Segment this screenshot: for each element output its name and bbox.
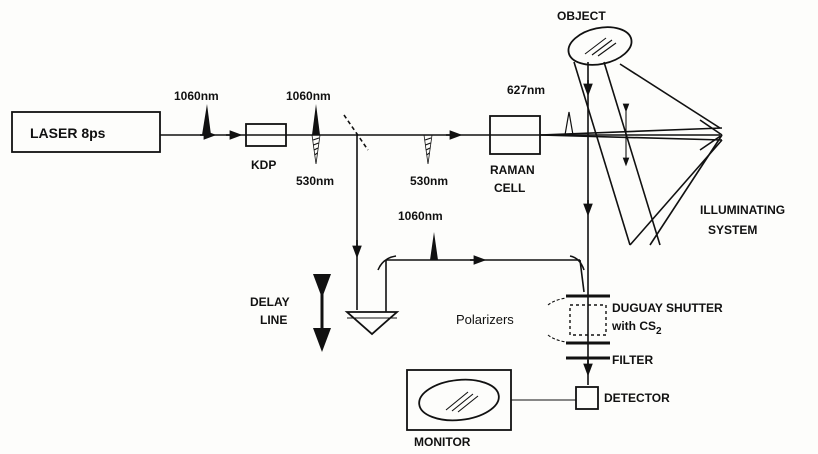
duguay-label-line1: DUGUAY SHUTTER	[612, 301, 723, 315]
laser-label: LASER 8ps	[30, 125, 106, 141]
raman-label-line1: RAMAN	[490, 163, 535, 177]
duguay-label-line2: with CS2	[611, 319, 662, 337]
detector-label: DETECTOR	[604, 391, 670, 405]
filter-label: FILTER	[612, 353, 653, 367]
wavelength-530-b-label: 530nm	[410, 174, 448, 188]
pulse-1060-a	[202, 104, 211, 135]
detector-box	[575, 386, 599, 410]
object-ellipse	[567, 26, 633, 66]
illum-path-top	[619, 63, 721, 129]
beam-splitter	[343, 114, 369, 151]
illum-path-return	[629, 139, 723, 246]
wavelength-627-label: 627nm	[507, 83, 545, 97]
monitor-label: MONITOR	[414, 435, 471, 449]
raman-label-line2: CELL	[494, 181, 525, 195]
wavelength-1060-b-label: 1060nm	[286, 89, 331, 103]
wavelength-1060-c-label: 1060nm	[398, 209, 443, 223]
delay-retroreflector	[344, 311, 400, 336]
delay-beam-to-shutter	[579, 259, 585, 293]
monitor-screen	[418, 378, 500, 422]
delay-label-line2: LINE	[260, 313, 287, 327]
illum-path-left-a	[573, 61, 631, 246]
illum-beam-upper	[539, 127, 723, 136]
object-label: OBJECT	[557, 9, 606, 23]
pulse-627	[564, 111, 574, 136]
cs2-cell	[569, 304, 607, 336]
laser-box	[11, 111, 161, 153]
polarizers-label: Polarizers	[456, 312, 514, 327]
pulse-1060-b	[312, 104, 320, 135]
delay-label-line1: DELAY	[250, 295, 290, 309]
kdp-label: KDP	[251, 158, 276, 172]
illuminating-label-line1: ILLUMINATING	[700, 203, 785, 217]
wavelength-1060-a-label: 1060nm	[174, 89, 219, 103]
kdp-crystal	[245, 123, 287, 147]
illum-path-left-b	[603, 61, 661, 246]
illum-mirror-1	[699, 119, 723, 136]
pulse-1060-c	[430, 232, 438, 260]
illuminating-label-line2: SYSTEM	[708, 223, 757, 237]
wavelength-530-a-label: 530nm	[296, 174, 334, 188]
illum-beam-lower	[539, 134, 723, 141]
illum-mirror-2	[699, 134, 723, 151]
